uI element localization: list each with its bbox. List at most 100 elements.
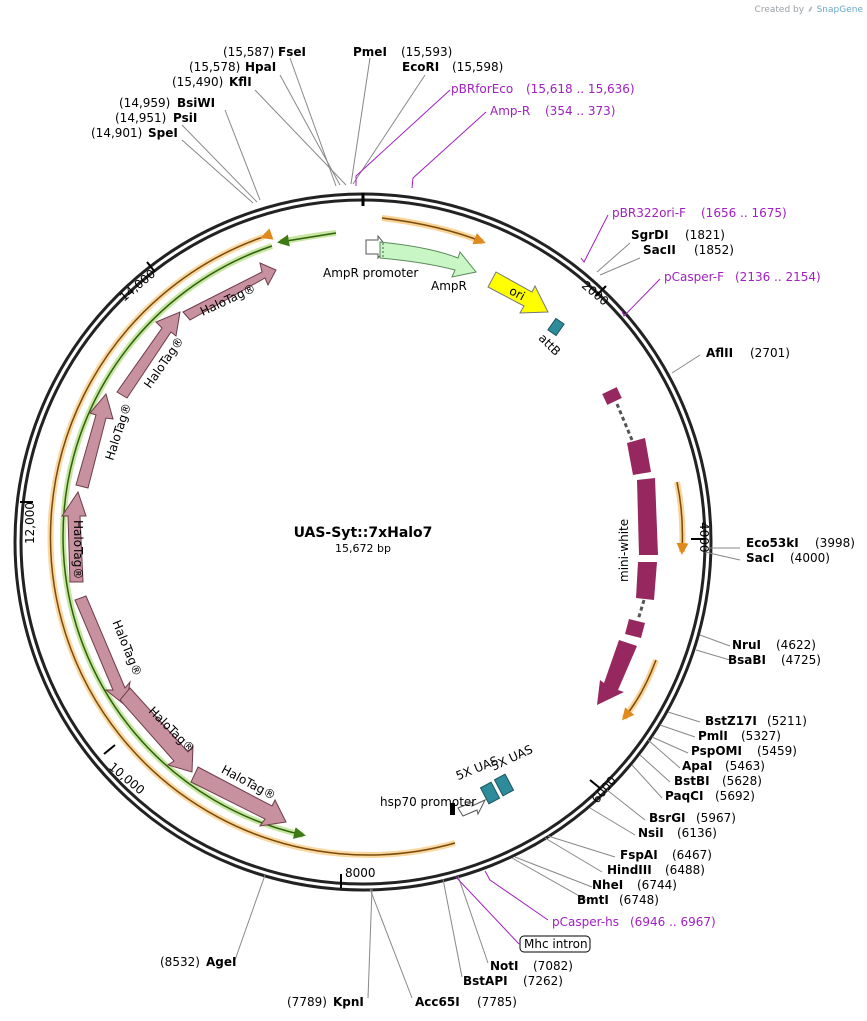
feature-mini-white[interactable]: mini-white — [597, 387, 658, 705]
enzyme-sgrdi[interactable]: SgrDI — [631, 228, 669, 242]
enzyme-nhei[interactable]: NheI — [592, 878, 623, 892]
plasmid-length: 15,672 bp — [335, 542, 391, 555]
feature-attb[interactable]: attB — [536, 317, 565, 359]
enzyme-agei[interactable]: AgeI — [206, 955, 236, 969]
enzyme-pmli[interactable]: PmlI — [698, 729, 728, 743]
halotag-arrow-6[interactable] — [119, 687, 194, 773]
primer-labels: pBRforEco (15,618 .. 15,636) Amp-R (354 … — [451, 82, 821, 929]
enzyme-sacii[interactable]: SacII — [643, 243, 676, 257]
enzyme-eco53ki[interactable]: Eco53kI — [746, 536, 799, 550]
tick-label-14000: 14,000 — [117, 267, 158, 305]
orf-arc-green — [62, 245, 306, 839]
primer-ampr[interactable]: Amp-R — [490, 104, 530, 118]
enzyme-fsei-pos: (15,587) — [223, 45, 274, 59]
primer-pbr322ori-f[interactable]: pBR322ori-F — [612, 206, 686, 220]
enzyme-bsiwi[interactable]: BsiWI — [177, 96, 215, 110]
enzyme-spei-pos: (14,901) — [91, 126, 142, 140]
enzyme-fspai[interactable]: FspAI — [620, 848, 658, 862]
enzyme-ecori[interactable]: EcoRI — [402, 60, 439, 74]
orf-arc-halo — [49, 228, 456, 856]
enzyme-bstbi-pos: (5628) — [722, 774, 762, 788]
halotag-arrow-7[interactable] — [190, 766, 287, 827]
enzyme-bstbi[interactable]: BstBI — [674, 774, 710, 788]
halotag-arrow-4[interactable] — [61, 490, 87, 583]
enzyme-pmei[interactable]: PmeI — [353, 45, 387, 59]
mini-white-label: mini-white — [617, 519, 631, 582]
enzyme-spei[interactable]: SpeI — [148, 126, 178, 140]
enzyme-pspomi[interactable]: PspOMI — [691, 744, 742, 758]
halotag-group[interactable]: HaloTag® HaloTag® HaloTag® HaloTag® Halo… — [61, 262, 287, 827]
enzyme-sgrdi-pos: (1821) — [685, 228, 725, 242]
enzyme-hindiii[interactable]: HindIII — [607, 863, 652, 877]
enzyme-hpai-pos: (15,578) — [189, 60, 240, 74]
enzyme-nsii-pos: (6136) — [677, 826, 717, 840]
uas-box-2[interactable] — [493, 773, 515, 797]
enzyme-noti[interactable]: NotI — [490, 959, 519, 973]
mhc-intron-label: Mhc intron — [524, 937, 588, 951]
mini-white-exon-4[interactable] — [636, 562, 657, 600]
attb-box[interactable] — [547, 317, 565, 337]
halotag-arrow-5[interactable] — [74, 595, 131, 707]
enzyme-bstz17i[interactable]: BstZ17I — [705, 714, 757, 728]
uas-label-2: 5X UAS — [489, 742, 535, 773]
enzyme-saci[interactable]: SacI — [746, 551, 774, 565]
orf-right-2 — [622, 659, 657, 721]
hsp70-promoter-arrow[interactable] — [457, 798, 487, 817]
enzyme-kfli-pos: (15,490) — [172, 75, 223, 89]
enzyme-aflii[interactable]: AflII — [706, 346, 733, 360]
tick-6000 — [589, 779, 602, 790]
enzyme-noti-pos: (7082) — [533, 959, 573, 973]
feature-ampr-group[interactable]: AmpR promoter AmpR — [323, 234, 477, 293]
enzyme-acc65i[interactable]: Acc65I — [415, 995, 460, 1009]
enzyme-bsabi[interactable]: BsaBI — [728, 653, 766, 667]
tick-label-8000: 8000 — [345, 866, 376, 880]
enzyme-bsrgi[interactable]: BsrGI — [649, 811, 686, 825]
plasmid-name: UAS-Syt::7xHalo7 — [294, 525, 433, 541]
mini-white-exon-3[interactable] — [637, 478, 658, 555]
orf-right-1 — [676, 481, 689, 555]
primer-pcasper-hs-range: (6946 .. 6967) — [630, 915, 716, 929]
enzyme-fsei[interactable]: FseI — [278, 45, 306, 59]
enzyme-eco53ki-pos: (3998) — [815, 536, 855, 550]
enzyme-paqci[interactable]: PaqCI — [665, 789, 703, 803]
enzyme-nsii[interactable]: NsiI — [638, 826, 664, 840]
enzyme-apai[interactable]: ApaI — [682, 759, 712, 773]
enzyme-kfli[interactable]: KflI — [229, 75, 252, 89]
enzyme-bmti[interactable]: BmtI — [577, 893, 609, 907]
halotag-arrow-1[interactable] — [182, 262, 277, 321]
mhc-intron-box[interactable]: Mhc intron — [519, 935, 591, 953]
halotag-arrow-3[interactable] — [75, 392, 114, 489]
orf-right-2-glow — [621, 658, 659, 720]
tick-2000 — [595, 285, 607, 297]
mini-white-intron-2 — [636, 599, 646, 621]
primer-pcasper-f[interactable]: pCasper-F — [664, 270, 724, 284]
enzyme-psii[interactable]: PsiI — [173, 111, 197, 125]
halotag-arrow-2[interactable] — [116, 311, 181, 399]
mini-white-exon-1[interactable] — [602, 387, 622, 405]
enzyme-bstapi[interactable]: BstAPI — [463, 974, 508, 988]
ori-arrow[interactable] — [487, 271, 549, 314]
mini-white-exon-6-arrow[interactable] — [597, 640, 637, 705]
uas-box-1[interactable] — [479, 781, 501, 805]
ampr-label: AmpR — [431, 279, 467, 293]
enzyme-hpai[interactable]: HpaI — [245, 60, 276, 74]
enzyme-nrui-pos: (4622) — [776, 638, 816, 652]
mini-white-exon-2[interactable] — [627, 438, 651, 475]
enzyme-nrui[interactable]: NruI — [732, 638, 761, 652]
primer-pcasper-hs[interactable]: pCasper-hs — [552, 915, 619, 929]
attb-label: attB — [536, 331, 564, 359]
snapgene-credit: Created by ⸙ SnapGene — [755, 2, 863, 15]
enzyme-kpni[interactable]: KpnI — [333, 995, 364, 1009]
feature-uas-hsp70[interactable]: 5X UAS 5X UAS hsp70 promoter — [380, 742, 535, 817]
enzyme-acc65i-pos: (7785) — [477, 995, 517, 1009]
primer-pbrforeco-range: (15,618 .. 15,636) — [526, 82, 635, 96]
primer-pbrforeco[interactable]: pBRforEco — [451, 82, 513, 96]
enzyme-labels: (15,587) FseI (15,578) HpaI (15,490) Kfl… — [91, 45, 855, 1009]
ampr-arrow[interactable] — [379, 241, 477, 278]
enzyme-bsabi-pos: (4725) — [781, 653, 821, 667]
tick-14000 — [146, 261, 156, 273]
orf-arcs — [47, 215, 689, 858]
feature-ori[interactable]: ori — [487, 271, 549, 314]
hsp70-label: hsp70 promoter — [380, 795, 476, 809]
mini-white-exon-5[interactable] — [625, 619, 645, 638]
